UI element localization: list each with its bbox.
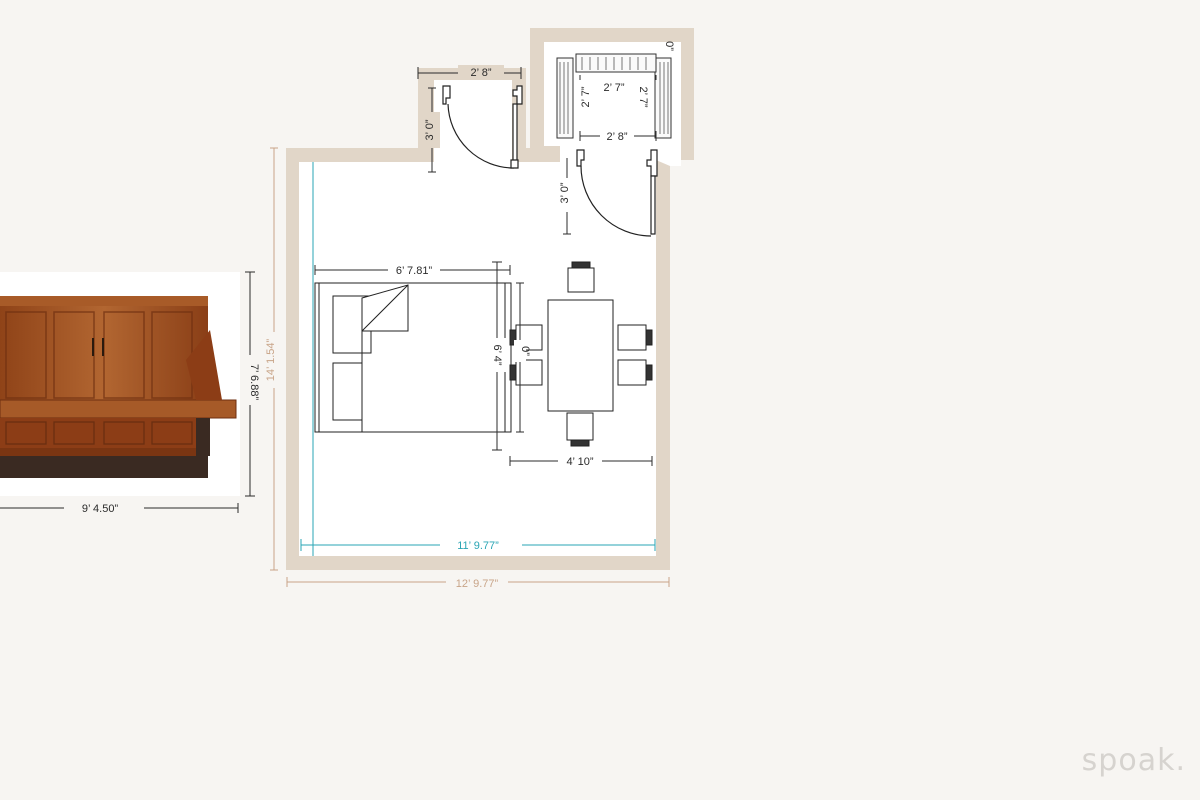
dining-table[interactable]	[547, 299, 614, 412]
dim-bed-length-inner: 0”	[519, 346, 531, 356]
dim-room-height: 14’ 1.54”	[265, 338, 277, 381]
dim-bed-length: 6’ 4”	[491, 345, 503, 366]
dimension-lines	[0, 67, 670, 587]
dim-murphy-height: 7’ 6.88”	[248, 364, 260, 401]
door-right[interactable]	[576, 149, 658, 237]
dim-murphy-width: 9’ 4.50”	[82, 503, 119, 515]
dim-closet-bottom: 2’ 8”	[607, 131, 628, 143]
dim-closet-corner: 0”	[663, 41, 675, 51]
brand-logo: spoak.	[1081, 743, 1186, 778]
dining-chairs[interactable]	[509, 261, 653, 447]
dim-room-inner-width: 11’ 9.77”	[457, 540, 499, 552]
pillow	[332, 362, 363, 421]
dim-table-width: 4’ 10”	[566, 456, 593, 468]
dimension-labels: 2’ 8” 3’ 0” 2’ 7” 2’ 7” 2’ 7” 2’ 8” 0” 3…	[64, 41, 675, 590]
dim-closet-depth-left: 2’ 7”	[580, 86, 592, 107]
bed[interactable]	[314, 282, 512, 433]
dim-door-top-swing: 3’ 0”	[424, 119, 436, 140]
dim-closet-depth-right: 2’ 7”	[637, 87, 649, 108]
dim-door-top-width: 2’ 8”	[471, 67, 492, 79]
dim-closet-width: 2’ 7”	[604, 82, 625, 94]
dim-bed-width: 6’ 7.81”	[396, 265, 433, 277]
dim-door-right-swing: 3’ 0”	[559, 182, 571, 203]
dim-room-outer-width: 12’ 9.77”	[456, 578, 499, 590]
closet	[556, 53, 672, 139]
murphy-bed-image[interactable]	[0, 272, 240, 496]
door-top[interactable]	[442, 85, 523, 169]
